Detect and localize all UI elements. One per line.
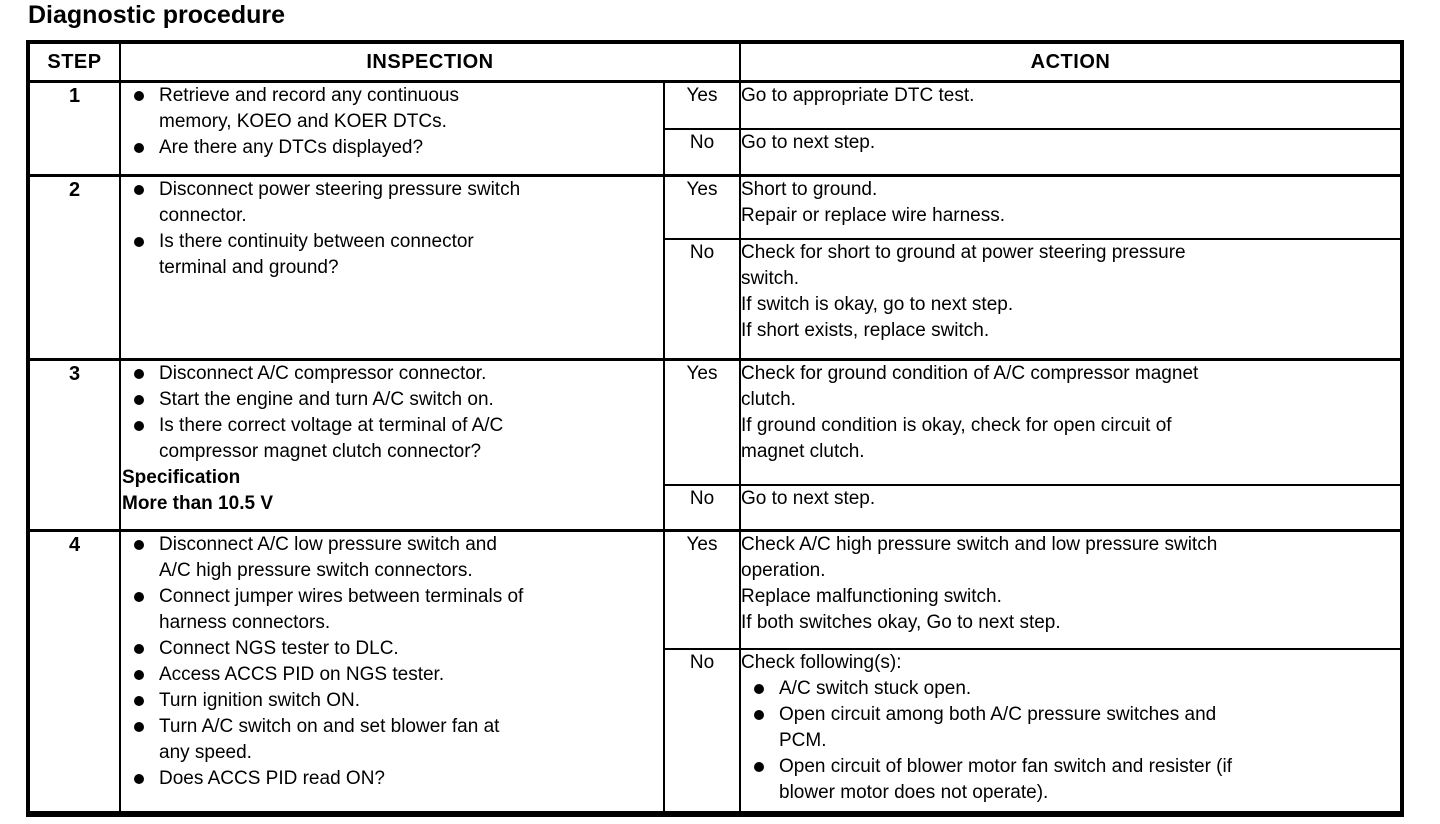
action-line: Check for short to ground at power steer… xyxy=(741,241,1186,289)
action-line: Check following(s): xyxy=(741,651,902,673)
action-line: Check A/C high pressure switch and low p… xyxy=(741,534,1218,581)
action-line: Repair or replace wire harness. xyxy=(741,205,1006,226)
no-action-cell: Check for short to ground at power steer… xyxy=(739,237,1403,360)
inspection-bullet: Access ACCS PID on NGS tester. xyxy=(121,662,663,688)
inspection-bullet: Is there continuity between connector te… xyxy=(121,229,663,281)
action-line: If ground condition is okay, check for o… xyxy=(741,415,1172,462)
inspection-bullet-list: Retrieve and record any continuous memor… xyxy=(121,83,663,161)
inspection-bullet-list: Disconnect A/C compressor connector.Star… xyxy=(121,361,663,465)
inspection-bullet: Are there any DTCs displayed? xyxy=(121,135,663,161)
action-line: Short to ground. xyxy=(741,179,878,200)
no-label-cell: No xyxy=(663,237,741,360)
inspection-cell: Retrieve and record any continuous memor… xyxy=(119,80,665,176)
page-title: Diagnostic procedure xyxy=(28,1,285,29)
yes-action-cell: Short to ground. Repair or replace wire h… xyxy=(739,174,1403,239)
action-line: If short exists, replace switch. xyxy=(741,319,990,341)
inspection-column-header: INSPECTION xyxy=(119,40,741,83)
inspection-bullet-list: Disconnect power steering pressure switc… xyxy=(121,177,663,281)
no-action-cell: Go to next step. xyxy=(739,127,1403,176)
step-cell: 4 xyxy=(27,529,121,814)
yes-label-cell: Yes xyxy=(663,529,741,649)
step-cell: 1 xyxy=(27,80,121,176)
yes-action-cell: Check A/C high pressure switch and low p… xyxy=(739,529,1403,649)
specification-note: Specification xyxy=(122,467,241,488)
action-line: Check for ground condition of A/C compre… xyxy=(741,363,1199,410)
no-action-cell: Go to next step. xyxy=(739,483,1403,531)
action-column-header: ACTION xyxy=(739,40,1403,83)
action-bullet: Open circuit among both A/C pressure swi… xyxy=(741,702,1400,754)
inspection-bullet: Does ACCS PID read ON? xyxy=(121,766,663,792)
action-line: Replace malfunctioning switch. xyxy=(741,586,1002,607)
action-line: Go to appropriate DTC test. xyxy=(741,85,975,106)
step-cell: 3 xyxy=(27,358,121,531)
no-label-cell: No xyxy=(663,127,741,176)
inspection-bullet: Disconnect A/C low pressure switch and A… xyxy=(121,532,663,584)
no-label-cell: No xyxy=(663,647,741,814)
inspection-cell: Disconnect A/C low pressure switch and A… xyxy=(119,529,665,814)
inspection-cell: Disconnect A/C compressor connector.Star… xyxy=(119,358,665,531)
action-bullet: Open circuit of blower motor fan switch … xyxy=(741,754,1400,806)
inspection-bullet: Is there correct voltage at terminal of … xyxy=(121,413,663,465)
yes-action-cell: Check for ground condition of A/C compre… xyxy=(739,358,1403,485)
inspection-bullet-list: Disconnect A/C low pressure switch and A… xyxy=(121,532,663,792)
inspection-bullet: Connect NGS tester to DLC. xyxy=(121,636,663,662)
inspection-bullet: Connect jumper wires between terminals o… xyxy=(121,584,663,636)
step-cell: 2 xyxy=(27,174,121,360)
inspection-bullet: Retrieve and record any continuous memor… xyxy=(121,83,663,135)
table-header-row: STEP INSPECTION ACTION xyxy=(27,40,1403,83)
inspection-bullet: Disconnect power steering pressure switc… xyxy=(121,177,663,229)
action-line: Go to next step. xyxy=(741,131,876,153)
action-line: If both switches okay, Go to next step. xyxy=(741,612,1061,633)
no-label-cell: No xyxy=(663,483,741,531)
yes-label-cell: Yes xyxy=(663,80,741,129)
no-action-cell: Check following(s): A/C switch stuck open… xyxy=(739,647,1403,814)
inspection-bullet: Start the engine and turn A/C switch on. xyxy=(121,387,663,413)
specification-note: More than 10.5 V xyxy=(122,493,273,514)
step-column-header: STEP xyxy=(27,40,121,83)
inspection-bullet: Disconnect A/C compressor connector. xyxy=(121,361,663,387)
inspection-bullet: Turn ignition switch ON. xyxy=(121,688,663,714)
yes-label-cell: Yes xyxy=(663,174,741,239)
yes-action-cell: Go to appropriate DTC test. xyxy=(739,80,1403,129)
yes-label-cell: Yes xyxy=(663,358,741,485)
inspection-cell: Disconnect power steering pressure switc… xyxy=(119,174,665,360)
action-line: Go to next step. xyxy=(741,487,876,509)
inspection-bullet: Turn A/C switch on and set blower fan at… xyxy=(121,714,663,766)
action-line: If switch is okay, go to next step. xyxy=(741,293,1014,315)
action-bullet: A/C switch stuck open. xyxy=(741,676,1400,702)
action-bullet-list: A/C switch stuck open.Open circuit among… xyxy=(741,676,1400,806)
